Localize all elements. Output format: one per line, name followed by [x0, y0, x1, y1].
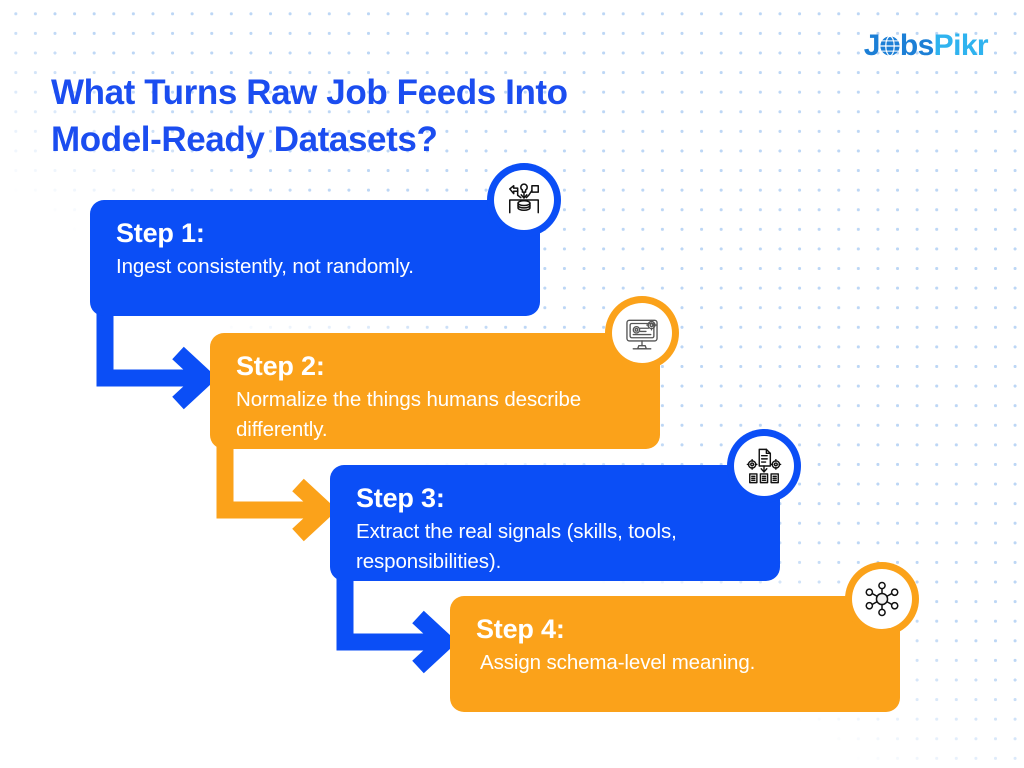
page-title-line-1: What Turns Raw Job Feeds Into	[51, 73, 568, 113]
page-title-line-2: Model-Ready Datasets?	[51, 119, 438, 159]
monitor-gear-settings-icon	[612, 303, 672, 363]
step-card-1[interactable]: Step 1: Ingest consistently, not randoml…	[90, 200, 540, 316]
step-card-2[interactable]: Step 2: Normalize the things humans desc…	[210, 333, 660, 449]
brand-logo[interactable]: J bs P ikr	[863, 29, 989, 63]
step-description-4: Assign schema-level meaning.	[480, 650, 756, 674]
document-gears-extract-icon	[734, 436, 794, 496]
step-icon-badge-4	[845, 562, 919, 636]
step-icon-badge-1	[487, 163, 561, 237]
brand-logo-text-j: J	[863, 29, 881, 62]
brand-logo-text-bs: bs	[899, 29, 934, 62]
step-description-3: Extract the real signals (skills, tools,…	[356, 519, 677, 573]
step-description-1: Ingest consistently, not randomly.	[116, 254, 414, 278]
step-card-3[interactable]: Step 3: Extract the real signals (skills…	[330, 465, 780, 581]
data-ingest-database-icon	[494, 170, 554, 230]
step-card-4[interactable]: Step 4: Assign schema-level meaning.	[450, 596, 900, 712]
step-title-4: Step 4:	[476, 614, 565, 644]
step-icon-badge-2	[605, 296, 679, 370]
brand-logo-text-p: P	[933, 29, 954, 62]
step-icon-badge-3	[727, 429, 801, 503]
step-title-1: Step 1:	[116, 218, 205, 248]
network-schema-nodes-icon	[852, 569, 912, 629]
brand-logo-text-ikr: ikr	[953, 29, 989, 62]
page-title: What Turns Raw Job Feeds Into Model-Read…	[51, 70, 691, 163]
step-description-2: Normalize the things humans describe dif…	[236, 387, 582, 441]
step-title-2: Step 2:	[236, 351, 325, 381]
step-title-3: Step 3:	[356, 483, 445, 513]
globe-icon	[879, 33, 901, 63]
